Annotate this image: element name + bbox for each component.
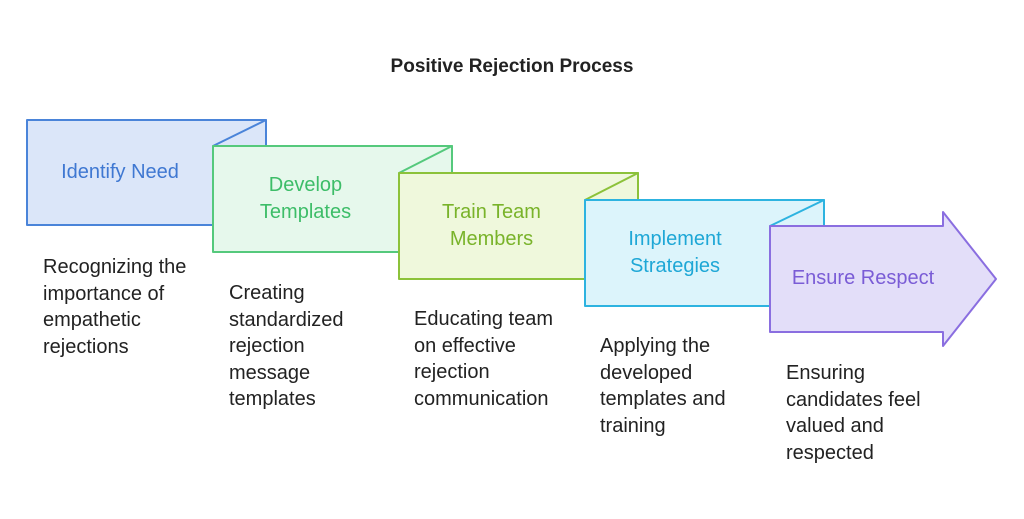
step-1-label: Identify Need — [61, 161, 179, 183]
diagram-title: Positive Rejection Process — [390, 56, 634, 77]
step-3-description: Educating team on effective rejection co… — [414, 308, 553, 410]
step-2-label: Develop Templates — [259, 174, 352, 223]
step-3-label: Train Team Members — [442, 201, 541, 250]
step-4-label: Implement Strategies — [628, 228, 722, 277]
step-5-label: Ensure Respect — [791, 267, 935, 289]
step-2-description: Creating standardized rejection message … — [229, 282, 344, 410]
step-5-description: Ensuring candidates feel valued and resp… — [786, 362, 921, 464]
step-5-arrow — [769, 211, 997, 347]
step-1-description: Recognizing the importance of empathetic… — [43, 256, 187, 358]
step-4-description: Applying the developed templates and tra… — [600, 335, 726, 437]
